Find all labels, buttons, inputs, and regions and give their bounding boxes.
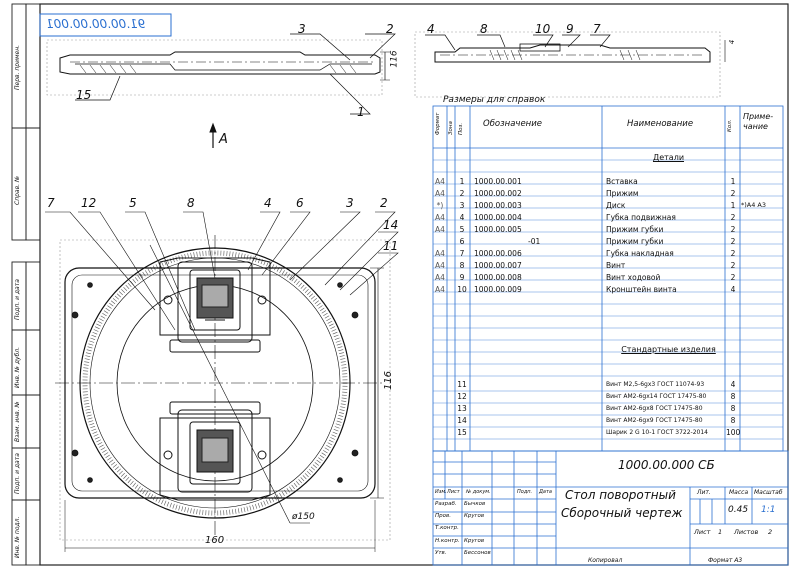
side-first-use: Перв. примен. — [14, 44, 21, 90]
left-stamp-strip — [11, 3, 41, 566]
callout-12: 12 — [81, 196, 97, 210]
callout-8-side: 8 — [480, 22, 488, 36]
callout-15: 15 — [76, 88, 92, 102]
dim-height-top: 116 — [389, 50, 400, 68]
role-tcontrol: Т.контр. — [435, 525, 459, 531]
mirror-doc-code: 91.00.00.00.001 — [46, 17, 146, 31]
callout-10-side: 10 — [535, 22, 551, 36]
callout-7: 7 — [47, 196, 55, 210]
side-view-right — [414, 31, 726, 98]
title-line-1: Стол поворотный — [565, 488, 676, 502]
dim-height-plan: 116 — [383, 370, 395, 391]
spec-row-lines — [433, 159, 783, 440]
reference-note: Размеры для справок — [443, 95, 546, 105]
mass-label: Масса — [729, 489, 749, 496]
side-sign-date-2: Подп. и дата — [14, 453, 21, 494]
dim-small: 4 — [728, 39, 737, 45]
mass-value: 0.45 — [728, 505, 749, 515]
callout-7-side: 7 — [593, 22, 601, 36]
scale-value: 1:1 — [761, 505, 776, 515]
callout-5: 5 — [129, 196, 137, 210]
sheet-value: 1 — [718, 528, 723, 536]
sheets-value: 2 — [768, 528, 773, 536]
header-designation: Обозначение — [483, 119, 542, 129]
stamp-col-izm: Изм. — [435, 489, 447, 495]
header-note: Приме- чание — [743, 112, 774, 131]
name-developer: Бычков — [464, 501, 486, 507]
header-zone: Зона — [448, 121, 454, 135]
callout-2-plan: 2 — [380, 196, 388, 210]
role-approve: Утв. — [435, 550, 447, 556]
stamp-col-doc: № докум. — [466, 489, 491, 495]
plan-view — [45, 211, 399, 552]
side-orig-inv: Инв. № подл. — [14, 516, 21, 558]
dim-diameter: ø150 — [292, 512, 315, 522]
header-pos: Поз. — [458, 122, 464, 135]
section-standard: Стандартные изделия — [621, 345, 716, 354]
side-sign-date-1: Подп. и дата — [14, 279, 21, 320]
callout-2: 2 — [386, 22, 394, 36]
callout-4-side: 4 — [427, 22, 435, 36]
copied-label: Копировал — [588, 557, 623, 564]
side-view-left — [46, 33, 396, 115]
side-dup-inv: Инв. № дубл. — [14, 346, 21, 388]
role-ncontrol: Н.контр. — [435, 538, 460, 544]
view-label: A — [219, 132, 228, 147]
format-label: Формат А3 — [708, 557, 743, 564]
stamp-col-date: Дата — [539, 489, 552, 495]
callout-6: 6 — [296, 196, 304, 210]
section-parts: Детали — [652, 153, 685, 162]
callout-11: 11 — [383, 239, 399, 253]
name-ncontrol: Кругов — [464, 538, 485, 544]
stamp-col-list: Лист — [447, 489, 460, 495]
sheets-label: Листов — [734, 528, 759, 536]
header-qty: Кол. — [727, 119, 733, 132]
callout-14: 14 — [383, 218, 399, 232]
side-ref-no: Справ. № — [14, 175, 21, 205]
dim-width: 160 — [205, 535, 225, 546]
document-code: 1000.00.000 СБ — [618, 458, 715, 472]
spec-table-grid — [432, 105, 784, 452]
lit-label: Лит. — [697, 489, 711, 496]
stamp-col-sign: Подп. — [517, 489, 533, 495]
sheet-label: Лист — [694, 528, 711, 536]
mirror-code-box — [39, 13, 172, 37]
header-name: Наименование — [627, 119, 694, 129]
callout-4: 4 — [264, 196, 272, 210]
callout-3-plan: 3 — [346, 196, 354, 210]
view-arrow — [209, 122, 217, 148]
title-block-grid — [432, 450, 789, 566]
callout-9-side: 9 — [566, 22, 574, 36]
header-format: Формат — [435, 112, 441, 135]
callout-8: 8 — [187, 196, 195, 210]
side-replace-inv: Взам. инв. № — [14, 401, 21, 442]
callout-3: 3 — [298, 22, 306, 36]
role-checker: Пров. — [435, 513, 451, 519]
name-checker: Кругов — [464, 513, 485, 519]
callout-1: 1 — [357, 105, 365, 119]
title-line-2: Сборочный чертеж — [561, 506, 683, 520]
scale-label: Масштаб — [754, 489, 783, 496]
role-developer: Разраб. — [435, 501, 457, 507]
name-approve: Бессонов — [464, 550, 491, 556]
